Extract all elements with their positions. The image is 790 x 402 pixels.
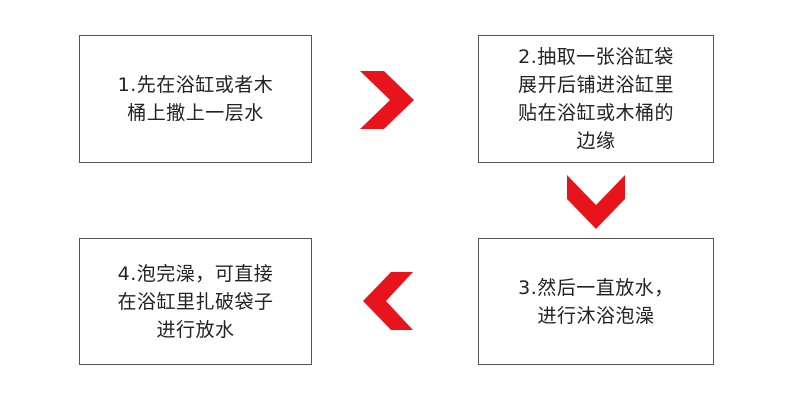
step-2-text: 2.抽取一张浴缸袋 展开后铺进浴缸里 贴在浴缸或木桶的 边缘 [517, 46, 674, 152]
step-2-box: 2.抽取一张浴缸袋 展开后铺进浴缸里 贴在浴缸或木桶的 边缘 [478, 35, 714, 163]
step-3-box: 3.然后一直放水， 进行沐浴泡澡 [478, 238, 714, 365]
step-3-text: 3.然后一直放水， 进行沐浴泡澡 [518, 276, 674, 327]
step-4-box: 4.泡完澡，可直接 在浴缸里扎破袋子 进行放水 [79, 238, 312, 365]
chevron-right-shape [360, 71, 414, 129]
step-1-box: 1.先在浴缸或者木 桶上撒上一层水 [79, 35, 312, 163]
step-1-text: 1.先在浴缸或者木 桶上撒上一层水 [117, 74, 274, 124]
chevron-left-shape [363, 272, 413, 330]
chevron-down-shape [567, 175, 625, 229]
chevron-left-icon [363, 272, 413, 330]
chevron-right-icon [360, 71, 414, 129]
step-4-text: 4.泡完澡，可直接 在浴缸里扎破袋子 进行放水 [117, 262, 274, 341]
chevron-down-icon [567, 175, 625, 229]
